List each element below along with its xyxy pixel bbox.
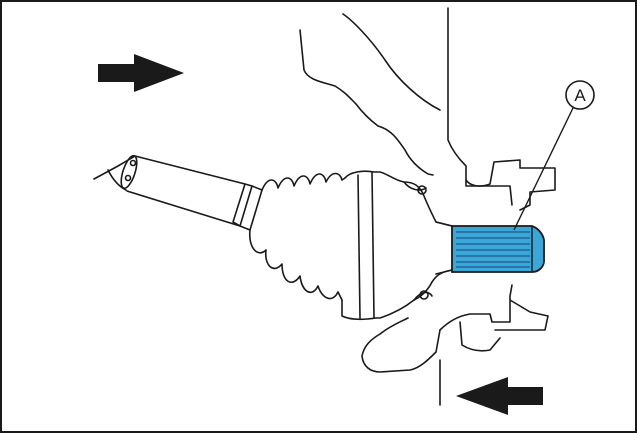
housing-band-left bbox=[357, 174, 361, 319]
hub-upper-step bbox=[465, 179, 513, 206]
shaft-end-hole-2 bbox=[129, 159, 137, 167]
housing-band-right bbox=[371, 171, 375, 319]
drive-shaft-outline bbox=[93, 155, 246, 227]
housing-lower-detail bbox=[459, 321, 501, 352]
boot-upper-folds bbox=[261, 172, 346, 191]
knuckle-lower-outline bbox=[361, 317, 441, 373]
shaft-end-ring bbox=[120, 154, 138, 190]
shaft-end-cut bbox=[107, 169, 127, 191]
shaft-end-hole-1 bbox=[124, 174, 132, 182]
callout-a: A bbox=[513, 80, 595, 231]
arrow-left-icon bbox=[456, 377, 543, 415]
joint-curve-upper bbox=[403, 181, 427, 191]
arrow-right-icon bbox=[98, 54, 184, 92]
joint-bolt-upper bbox=[417, 185, 427, 195]
spline-bore-lines bbox=[435, 221, 453, 275]
callout-label: A bbox=[574, 86, 586, 105]
highlighted-spline-shaft bbox=[451, 225, 545, 273]
knuckle-upper-outline bbox=[299, 29, 434, 176]
housing-right-edge bbox=[447, 7, 556, 211]
boot-lower-folds bbox=[248, 229, 343, 301]
joint-bolt-lower bbox=[419, 290, 429, 300]
boot-small-clamp bbox=[232, 183, 263, 231]
housing-lower-edge bbox=[439, 284, 549, 406]
joint-curve-lower bbox=[413, 291, 433, 301]
knuckle-upper-rim bbox=[342, 13, 441, 111]
